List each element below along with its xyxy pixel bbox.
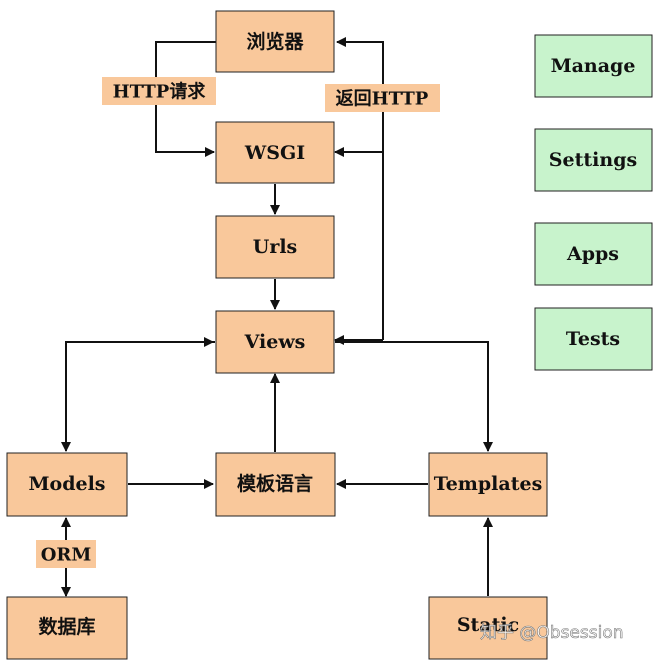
- edge-views-to-return-line: [336, 37, 384, 340]
- node-urls: Urls: [215, 215, 335, 279]
- node-templates-label: Templates: [434, 473, 543, 495]
- side-item-apps-label: Apps: [566, 243, 619, 265]
- side-panel: Manage Settings Apps Tests: [534, 34, 653, 371]
- side-item-apps: Apps: [534, 222, 653, 286]
- http-response-label-bg: [325, 84, 440, 112]
- node-browser-label: 浏览器: [246, 30, 304, 53]
- node-template-language-label: 模板语言: [237, 472, 313, 495]
- node-templates: Templates: [428, 452, 548, 517]
- node-browser: 浏览器: [215, 10, 335, 73]
- node-models-label: Models: [29, 473, 106, 495]
- node-template-language: 模板语言: [215, 452, 336, 517]
- edge-views-to-templates: [335, 341, 493, 452]
- http-request-label-bg: [102, 77, 216, 105]
- node-views-label: Views: [244, 331, 306, 353]
- side-item-manage-label: Manage: [551, 55, 636, 77]
- node-static: Static: [428, 596, 548, 660]
- http-request-label: HTTP请求: [113, 81, 207, 103]
- node-database-label: 数据库: [38, 615, 95, 638]
- nodes: 浏览器 WSGI Urls Views Models 模板语言 Template…: [6, 10, 548, 660]
- side-item-settings-label: Settings: [549, 149, 637, 171]
- side-item-tests: Tests: [534, 307, 653, 371]
- node-views: Views: [215, 310, 335, 374]
- edge-labels: HTTP请求 返回HTTP ORM: [36, 77, 440, 568]
- node-models: Models: [6, 452, 128, 517]
- http-response-label: 返回HTTP: [336, 89, 429, 110]
- edge-views-to-models: [61, 341, 215, 452]
- orm-label-bg: [36, 540, 96, 568]
- node-urls-label: Urls: [253, 236, 298, 258]
- orm-label: ORM: [41, 545, 92, 566]
- node-static-label: Static: [457, 614, 519, 636]
- node-wsgi: WSGI: [215, 121, 335, 184]
- watermark: 知乎 @Obsession: [480, 623, 624, 643]
- node-database: 数据库: [6, 596, 128, 660]
- side-item-tests-label: Tests: [566, 328, 620, 350]
- side-item-settings: Settings: [534, 128, 653, 192]
- node-wsgi-label: WSGI: [244, 142, 305, 164]
- side-item-manage: Manage: [534, 34, 653, 98]
